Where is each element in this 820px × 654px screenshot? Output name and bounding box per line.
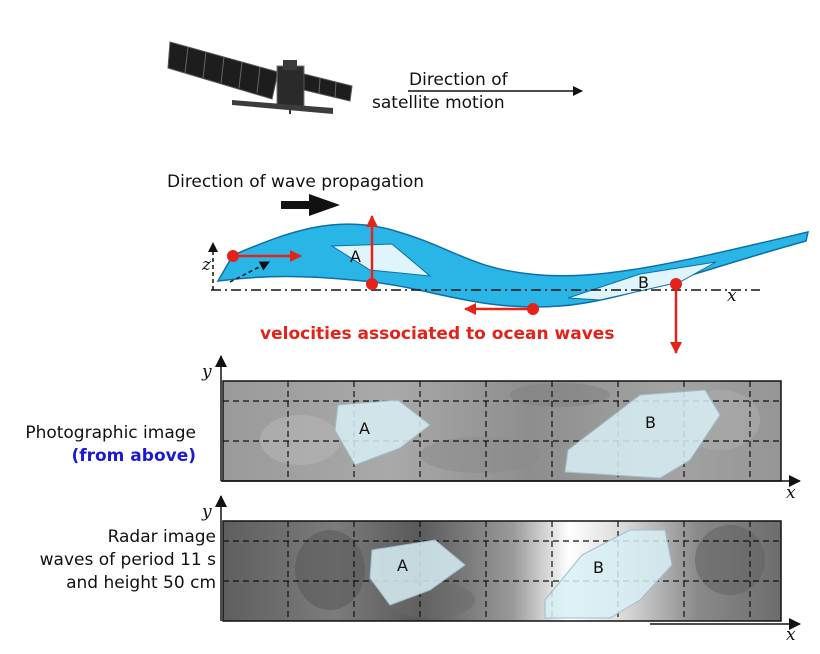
radar-zone-a-label: A xyxy=(397,556,408,575)
radar-panel-label: Radar image xyxy=(108,527,216,547)
photo-panel xyxy=(222,380,782,482)
wave-axis-x-label: x xyxy=(727,286,737,306)
wave-propagation-label: Direction of wave propagation xyxy=(167,172,424,192)
radar-zone-b-label: B xyxy=(593,558,604,577)
photo-axis-x-label: x xyxy=(786,483,796,503)
radar-zone-b xyxy=(544,529,673,619)
velocity-arrows xyxy=(227,215,682,354)
wave-zone-a-label: A xyxy=(350,247,361,266)
photo-zone-b xyxy=(564,389,721,479)
satellite-icon xyxy=(167,41,353,114)
wave-propagation-arrow xyxy=(281,194,340,216)
wave-zone-b-label: B xyxy=(638,273,649,292)
photo-zone-b-label: B xyxy=(645,413,656,432)
photo-zone-a-label: A xyxy=(359,419,370,438)
radar-axis-y-label: y xyxy=(201,502,212,522)
satellite-direction-label-1: Direction of xyxy=(409,70,509,90)
wave-y-axis xyxy=(229,261,270,283)
photo-zone-a xyxy=(334,399,431,466)
radar-zone-a xyxy=(369,539,466,606)
velocities-label: velocities associated to ocean waves xyxy=(260,324,614,344)
radar-axis-x-label: x xyxy=(786,625,796,645)
satellite-direction-label-2: satellite motion xyxy=(372,93,505,113)
radar-panel-sublabel-period: waves of period 11 s xyxy=(40,550,216,570)
photo-panel-sublabel: (from above) xyxy=(71,446,196,466)
photo-panel-label: Photographic image xyxy=(25,423,196,443)
photo-axis-y-label: y xyxy=(201,362,212,382)
radar-panel-sublabel-height: and height 50 cm xyxy=(66,573,216,593)
ocean-wave-profile xyxy=(216,223,809,308)
wave-axis-z-label: z xyxy=(201,255,212,275)
radar-panel xyxy=(222,520,782,622)
